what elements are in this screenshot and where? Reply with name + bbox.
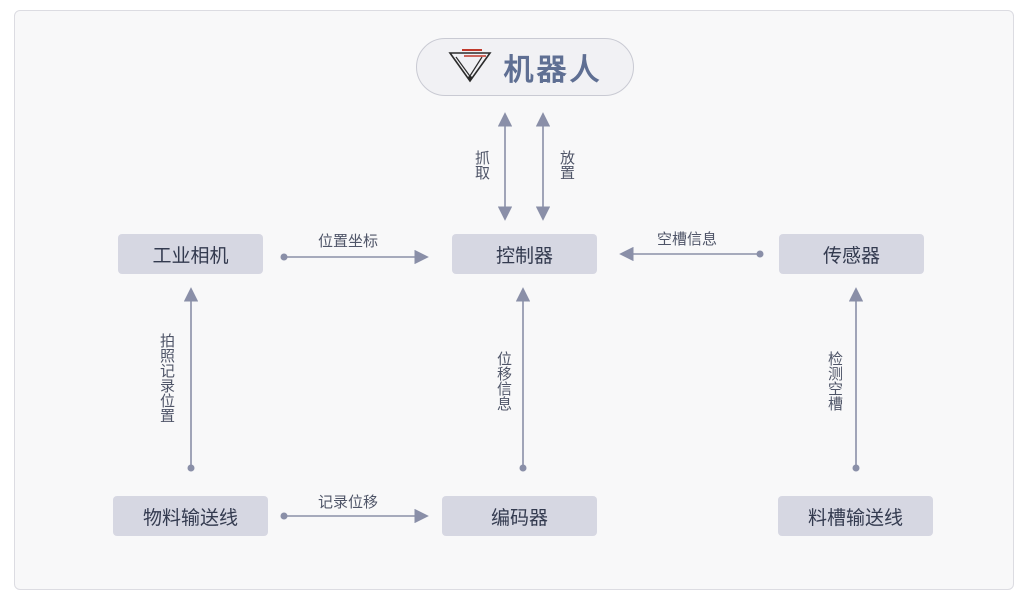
diagram-panel [14, 10, 1014, 590]
photo-record-label: 拍照记录位置 [158, 333, 176, 423]
place-label: 放置 [558, 150, 576, 180]
displacement-info-label: 位移信息 [495, 351, 513, 411]
record-displacement-label: 记录位移 [318, 493, 379, 511]
empty-slot-info-label: 空槽信息 [657, 230, 718, 248]
robot-node: 机器人 [416, 38, 634, 96]
grab-label: 抓取 [473, 150, 491, 180]
detect-slot-label: 检测空槽 [826, 351, 844, 411]
controller-node: 控制器 [452, 234, 597, 274]
position-coords-label: 位置坐标 [318, 232, 379, 250]
robot-title: 机器人 [503, 53, 603, 88]
conveyor-node: 物料输送线 [113, 496, 268, 536]
encoder-node: 编码器 [442, 496, 597, 536]
slot-conveyor-node: 料槽输送线 [778, 496, 933, 536]
camera-node: 工业相机 [118, 234, 263, 274]
sensor-node: 传感器 [779, 234, 924, 274]
robot-arm-icon [447, 45, 492, 89]
